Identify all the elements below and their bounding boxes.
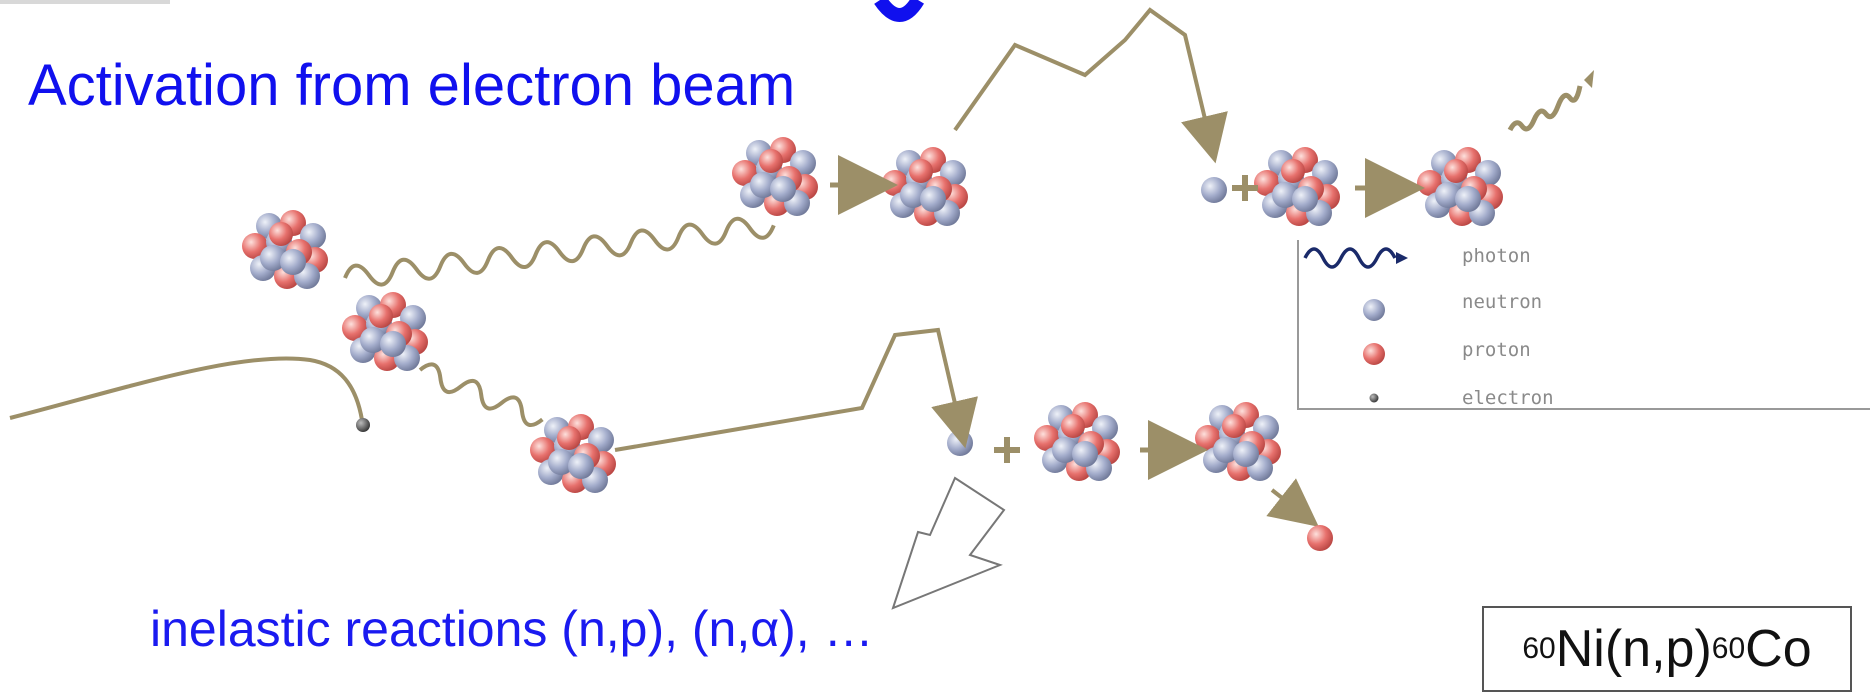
- legend-photon-arrowhead: [1396, 252, 1408, 264]
- legend-neutron-label: neutron: [1462, 291, 1542, 313]
- lower-nucleus-2: [1034, 402, 1120, 481]
- reaction-parent: Ni(n,p): [1555, 620, 1712, 678]
- slide-title: Activation from electron beam: [28, 53, 796, 118]
- inelastic-reactions-text: inelastic reactions (n,p), (n,α), …: [150, 601, 874, 657]
- legend-neutron-icon: [1363, 299, 1385, 321]
- photon-wave-upper: [343, 216, 776, 287]
- plus-sign-upper: [1232, 175, 1258, 201]
- lower-nucleus-1: [530, 414, 616, 493]
- target-nucleus-lower: [342, 292, 428, 371]
- legend-frame: [1297, 240, 1870, 410]
- lower-nucleus-3: [1195, 402, 1281, 481]
- legend-electron-label: electron: [1462, 387, 1554, 409]
- legend-electron-icon: [1369, 393, 1379, 403]
- upper-nucleus-2: [882, 147, 968, 226]
- gamma-emission: [1507, 85, 1583, 132]
- hollow-arrow: [891, 476, 1006, 610]
- neutron-track-lower: [614, 327, 978, 452]
- plus-sign-lower: [994, 437, 1020, 463]
- header-remnant: [0, 0, 170, 4]
- proton-emission-track: [1266, 478, 1319, 527]
- upper-nucleus-1: [732, 137, 818, 216]
- photon-wave-lower: [418, 362, 544, 428]
- title-remnant-glyph: [874, 0, 925, 22]
- emitted-neutron-lower: [947, 430, 973, 456]
- electron-particle: [356, 418, 370, 432]
- reaction-product: Co: [1745, 620, 1812, 678]
- legend: photon neutron proton electron: [1297, 240, 1870, 410]
- legend-photon-label: photon: [1462, 245, 1531, 267]
- product-mass-number: 60: [1711, 632, 1746, 665]
- neutron-track-upper: [953, 7, 1228, 164]
- incoming-electron-track: [9, 356, 364, 421]
- legend-photon-icon: [1303, 247, 1397, 269]
- gamma-arrowhead: [1584, 70, 1594, 88]
- target-nucleus-upper: [242, 210, 328, 289]
- legend-proton-icon: [1363, 343, 1385, 365]
- emitted-neutron-upper: [1201, 177, 1227, 203]
- upper-nucleus-3: [1254, 147, 1340, 226]
- legend-proton-label: proton: [1462, 339, 1531, 361]
- upper-nucleus-4: [1417, 147, 1503, 226]
- emitted-proton: [1307, 525, 1333, 551]
- parent-mass-number: 60: [1522, 632, 1556, 665]
